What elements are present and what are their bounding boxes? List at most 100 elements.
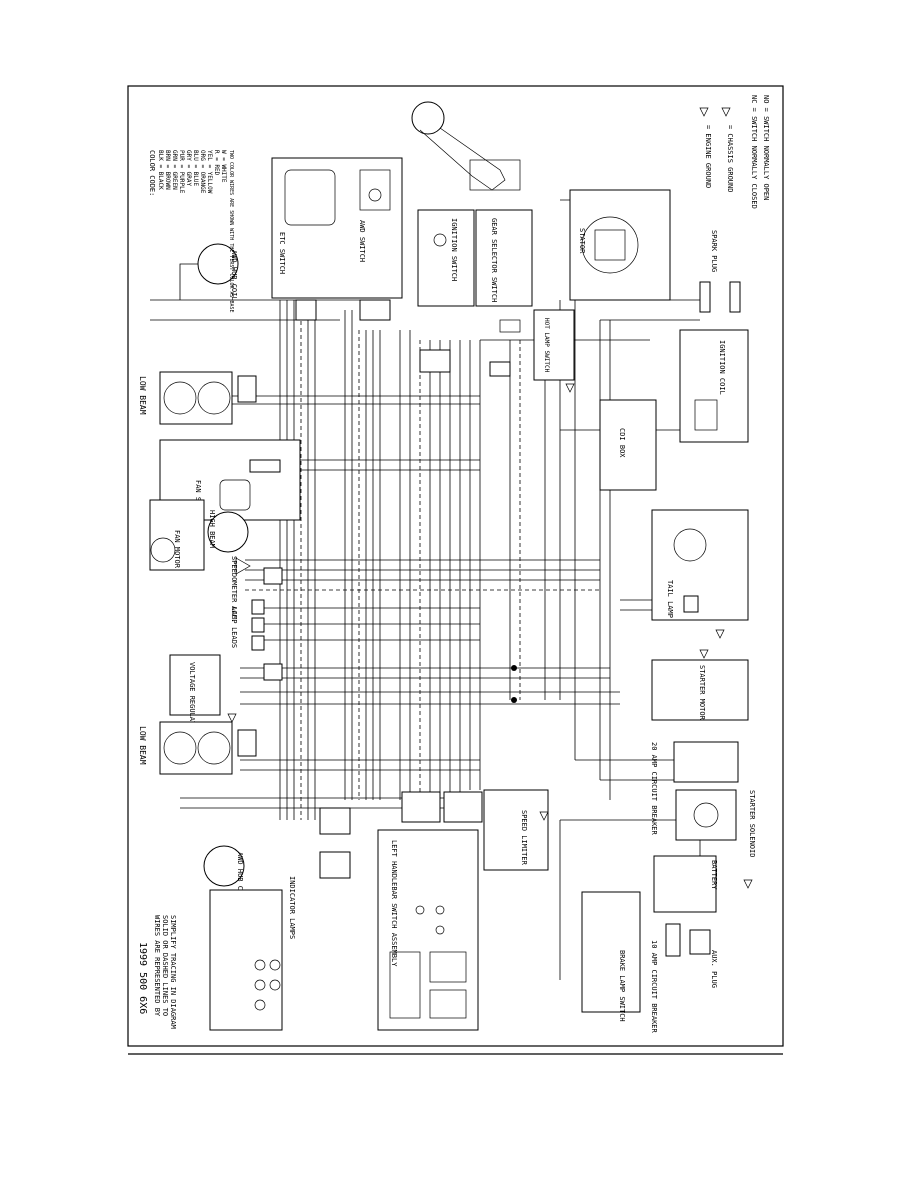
hot-lamp-switch-box — [533, 309, 575, 381]
color-code-entry: W = WHITE — [220, 150, 227, 183]
aux-plug-box — [689, 929, 711, 955]
gear-shift-lever-icon — [411, 101, 521, 191]
low-beam-bottom-label: LOW BEAM — [138, 726, 147, 765]
starter-motor-label: STARTER MOTOR — [698, 665, 706, 721]
wires-note-line-2: SOLID OR DASHED LINES TO — [161, 915, 169, 1016]
tail-lamp-icon — [673, 528, 707, 562]
ignition-switch-box — [417, 209, 475, 307]
legend-engine-ground: = ENGINE GROUND — [704, 125, 712, 188]
fan-switch-sensor — [219, 479, 251, 511]
gear-selector-switch-label: GEAR SELECTOR SWITCH — [490, 218, 498, 302]
ignition-key-icon — [433, 233, 447, 247]
starter-solenoid-box — [675, 789, 737, 841]
color-code-note: TWO COLOR WIRES ARE SHOWN WITH THE FIRST… — [228, 150, 234, 313]
starter-solenoid-label: STARTER SOLENOID — [748, 790, 756, 857]
awd-hub-coil-bottom — [203, 845, 245, 887]
fan-motor-box — [149, 499, 205, 571]
battery-label: BATTERY — [710, 860, 718, 890]
stator-box — [569, 189, 671, 301]
color-code-entry: R = RED — [213, 150, 220, 176]
color-code-entry: ORG = ORANGE — [199, 150, 206, 194]
color-code-entry: BLK = BLACK — [157, 150, 164, 190]
circuit-breaker-20-label: 20 AMP CIRCUIT BREAKER — [650, 742, 658, 836]
speedometer-lamp-label: SPEEDOMETER LAMP — [230, 556, 238, 623]
cdi-box-label: CDI BOX — [618, 428, 626, 458]
left-handlebar-label: LEFT HANDLEBAR SWITCH ASSEMBLY — [390, 840, 398, 967]
legend-no: NO = SWITCH NORMALLY OPEN — [762, 95, 770, 200]
cdi-box — [599, 399, 657, 491]
etc-switch-body — [284, 169, 336, 226]
circuit-breaker-20-box — [673, 741, 739, 783]
awd-hub-coil-top-label: AWD HUB COIL — [230, 250, 238, 301]
indicator-lamps-panel — [209, 889, 283, 1031]
low-beam-top-lamp-icon — [163, 381, 197, 415]
ignition-switch-label: IGNITION SWITCH — [450, 218, 458, 281]
brake-lamp-switch-box — [581, 891, 641, 1013]
stator-label: STATOR — [578, 228, 586, 254]
color-code-entry: YEL = YELLOW — [206, 150, 213, 194]
ignition-coil-label: IGNITION COIL — [718, 340, 726, 395]
splice-dot — [511, 697, 517, 703]
color-code-entry: BLU = BLUE — [192, 150, 199, 187]
voltage-regulator-label: VOLTAGE REGULATOR — [188, 662, 196, 734]
diagram-frame — [127, 85, 784, 1047]
gear-selector-connector — [499, 319, 521, 333]
splice-dot — [511, 665, 517, 671]
low-beam-top-lamp-icon — [197, 381, 231, 415]
awd-switch-label: AWD SWITCH — [358, 220, 366, 262]
legend-nc: NC = SWITCH NORMALLY CLOSED — [750, 95, 758, 209]
etc-switch-label: ETC SWITCH — [278, 232, 286, 274]
voltage-regulator-box — [169, 654, 221, 716]
ignition-coil-winding — [694, 399, 718, 431]
indicator-lamps-label: INDICATOR LAMPS — [288, 876, 296, 939]
low-beam-top-label: LOW BEAM — [138, 376, 147, 415]
handlebar-switch-elements — [389, 905, 467, 1019]
aux-plug-label: AUX. PLUG — [710, 950, 718, 988]
tail-lamp-box — [651, 509, 749, 621]
awd-switch-knob — [368, 188, 382, 202]
circuit-breaker-10-box — [665, 923, 681, 957]
indicator-lamp-icons — [254, 959, 281, 1011]
hot-lamp-switch-label: HOT LAMP SWITCH — [543, 318, 550, 373]
harness-bundle-center — [344, 310, 481, 800]
fan-motor-label: FAN MOTOR — [173, 530, 181, 569]
awd-hub-coil-bottom-label: AWD HUB COIL — [236, 852, 244, 903]
awd-switch-graphic — [359, 169, 391, 211]
wires-note-line-1: WIRES ARE REPRESENTED BY — [153, 915, 161, 1017]
diagram-title: 1999 500 6X6 — [137, 942, 148, 1014]
ground-symbol-legend — [699, 107, 731, 117]
gear-selector-switch-box — [475, 209, 533, 307]
ignition-coil-box — [679, 329, 749, 443]
wires-note-line-3: SIMPLIFY TRACING IN DIAGRAM — [169, 915, 177, 1029]
color-code-entry: BRN = BROWN — [164, 150, 171, 190]
left-handlebar-switch-assembly — [377, 829, 479, 1031]
spark-plug-label: SPARK PLUG — [710, 230, 718, 272]
ground-symbols — [227, 383, 753, 889]
color-code-entry: GRN = GREEN — [171, 150, 178, 190]
circuit-breaker-10-label: 10 AMP CIRCUIT BREAKER — [650, 940, 658, 1034]
etc-switch-box — [271, 157, 403, 299]
color-code-entry: GRY = GRAY — [185, 150, 192, 187]
speed-limiter-label: SPEED LIMITER — [520, 810, 528, 866]
high-beam-label: HIGH BEAM — [208, 510, 216, 548]
acc-leads-connectors — [251, 599, 265, 651]
high-beam-lamp-icon — [207, 511, 249, 553]
color-code-entry: PUR = PURPLE — [178, 150, 185, 194]
stator-coil-icon — [581, 216, 639, 274]
speed-limiter-box — [483, 789, 549, 871]
starter-solenoid-icon — [693, 802, 719, 828]
stator-winding — [594, 229, 626, 261]
low-beam-bottom-lamp-icon — [163, 731, 197, 765]
spark-plug-icon — [640, 281, 741, 313]
legend-chassis-ground: = CHASSIS GROUND — [726, 125, 734, 192]
color-code-heading: COLOR CODE: — [148, 150, 156, 196]
tail-lamp-label: TAIL LAMP — [666, 580, 674, 618]
awd-hub-coil-top — [179, 243, 239, 300]
acc-leads-label: ACC. LEADS — [230, 606, 238, 648]
color-code-list: BLK = BLACK BRN = BROWN GRN = GREEN PUR … — [157, 150, 227, 194]
brake-lamp-switch-label: BRAKE LAMP SWITCH — [618, 950, 626, 1022]
battery-box — [653, 855, 717, 913]
low-beam-bottom-lamp-icon — [197, 731, 231, 765]
fan-blade-icon — [150, 537, 176, 563]
